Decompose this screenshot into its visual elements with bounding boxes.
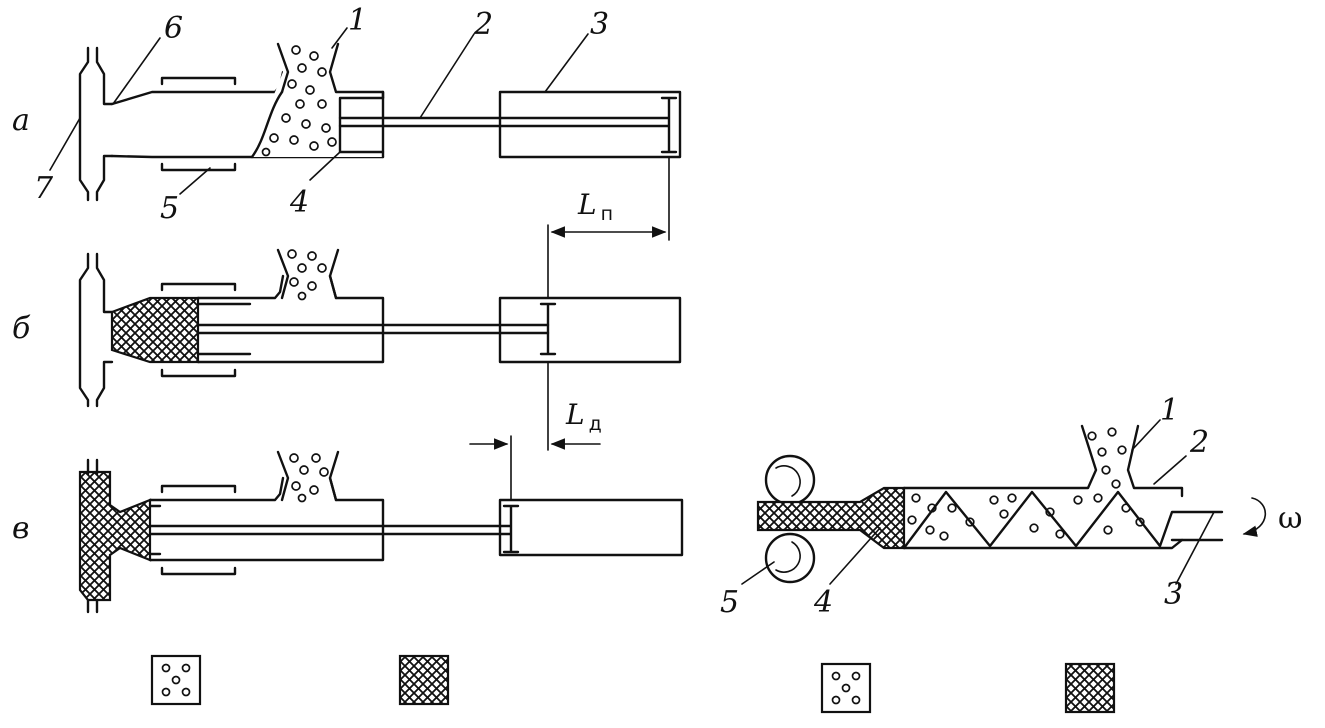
screw-flight bbox=[902, 490, 1224, 550]
hopper-left-v bbox=[276, 450, 290, 502]
melt-swatch bbox=[1064, 662, 1116, 714]
heater-bottom-b bbox=[160, 368, 237, 378]
screw-machine bbox=[741, 419, 1267, 585]
hydraulic-cylinder-v bbox=[498, 498, 684, 557]
row-label-a: а bbox=[12, 103, 30, 138]
piston-v bbox=[148, 504, 162, 556]
dose-dimension bbox=[469, 361, 601, 501]
melt-swatch bbox=[398, 654, 450, 706]
hopper-left-b bbox=[276, 248, 290, 300]
hydraulic-piston-b bbox=[539, 302, 557, 356]
screw-barrel-top bbox=[902, 424, 1098, 490]
label-piston: 4 bbox=[289, 185, 309, 220]
heater-top-a bbox=[160, 76, 237, 86]
roller-top bbox=[764, 454, 816, 506]
rotation-arrow bbox=[1242, 497, 1267, 537]
granules-v bbox=[289, 453, 329, 503]
row-b bbox=[78, 248, 682, 408]
mold-v bbox=[86, 458, 99, 614]
hydraulic-cylinder-b bbox=[498, 296, 682, 364]
hopper-right-b bbox=[328, 248, 340, 300]
hydraulic-piston-a bbox=[660, 96, 678, 154]
row-label-b: б bbox=[12, 311, 31, 346]
row-a bbox=[49, 27, 682, 202]
screw-barrel-bottom bbox=[902, 538, 1184, 550]
molded-part-v bbox=[78, 470, 152, 602]
label-screw-barrel: 2 bbox=[1189, 425, 1209, 460]
heater-top-b bbox=[160, 282, 237, 292]
label-rollers: 5 bbox=[720, 585, 739, 620]
heater-bottom-a bbox=[160, 162, 237, 172]
heater-bottom-v bbox=[160, 566, 237, 576]
extrudate bbox=[756, 486, 906, 550]
barrel-bottom-b bbox=[196, 274, 385, 364]
barrel-top-b bbox=[196, 274, 285, 300]
stroke-dimension bbox=[547, 156, 670, 299]
granules-b bbox=[287, 249, 327, 301]
label-cylinder: 3 bbox=[590, 7, 609, 42]
mold-b bbox=[78, 252, 114, 408]
row-v bbox=[78, 450, 684, 614]
hydraulic-piston-v bbox=[502, 504, 520, 554]
screw-granules bbox=[907, 427, 1145, 541]
barrel-top-v bbox=[148, 476, 285, 502]
label-screw: 3 bbox=[1164, 577, 1183, 612]
roller-top-arrow bbox=[775, 465, 801, 497]
hopper-right-v bbox=[328, 450, 340, 502]
label-screw-hopper: 1 bbox=[1160, 393, 1179, 428]
label-hopper: 1 bbox=[348, 3, 367, 38]
label-screw-head: 4 bbox=[813, 585, 833, 620]
screw-hopper-right bbox=[1126, 424, 1184, 498]
mold-a bbox=[78, 46, 114, 202]
piston-b bbox=[196, 302, 252, 356]
label-mold: 7 bbox=[34, 171, 54, 206]
hydraulic-cylinder-a bbox=[498, 90, 682, 159]
roller-bottom bbox=[764, 532, 816, 584]
granule-front-a bbox=[250, 90, 284, 159]
hopper-left-a bbox=[276, 42, 290, 94]
legend-left bbox=[150, 654, 450, 706]
granules-a bbox=[261, 45, 337, 157]
barrel-bottom-v bbox=[148, 476, 385, 562]
label-heater: 5 bbox=[160, 191, 179, 226]
label-piston-rod: 2 bbox=[473, 7, 493, 42]
heater-top-v bbox=[160, 484, 237, 494]
roller-bottom-arrow bbox=[775, 541, 801, 573]
row-label-v: в bbox=[12, 511, 29, 546]
omega-symbol: ω bbox=[1278, 501, 1302, 536]
melt-dose-b bbox=[110, 296, 200, 364]
legend-right bbox=[820, 662, 1116, 714]
label-nozzle: 6 bbox=[164, 11, 183, 46]
